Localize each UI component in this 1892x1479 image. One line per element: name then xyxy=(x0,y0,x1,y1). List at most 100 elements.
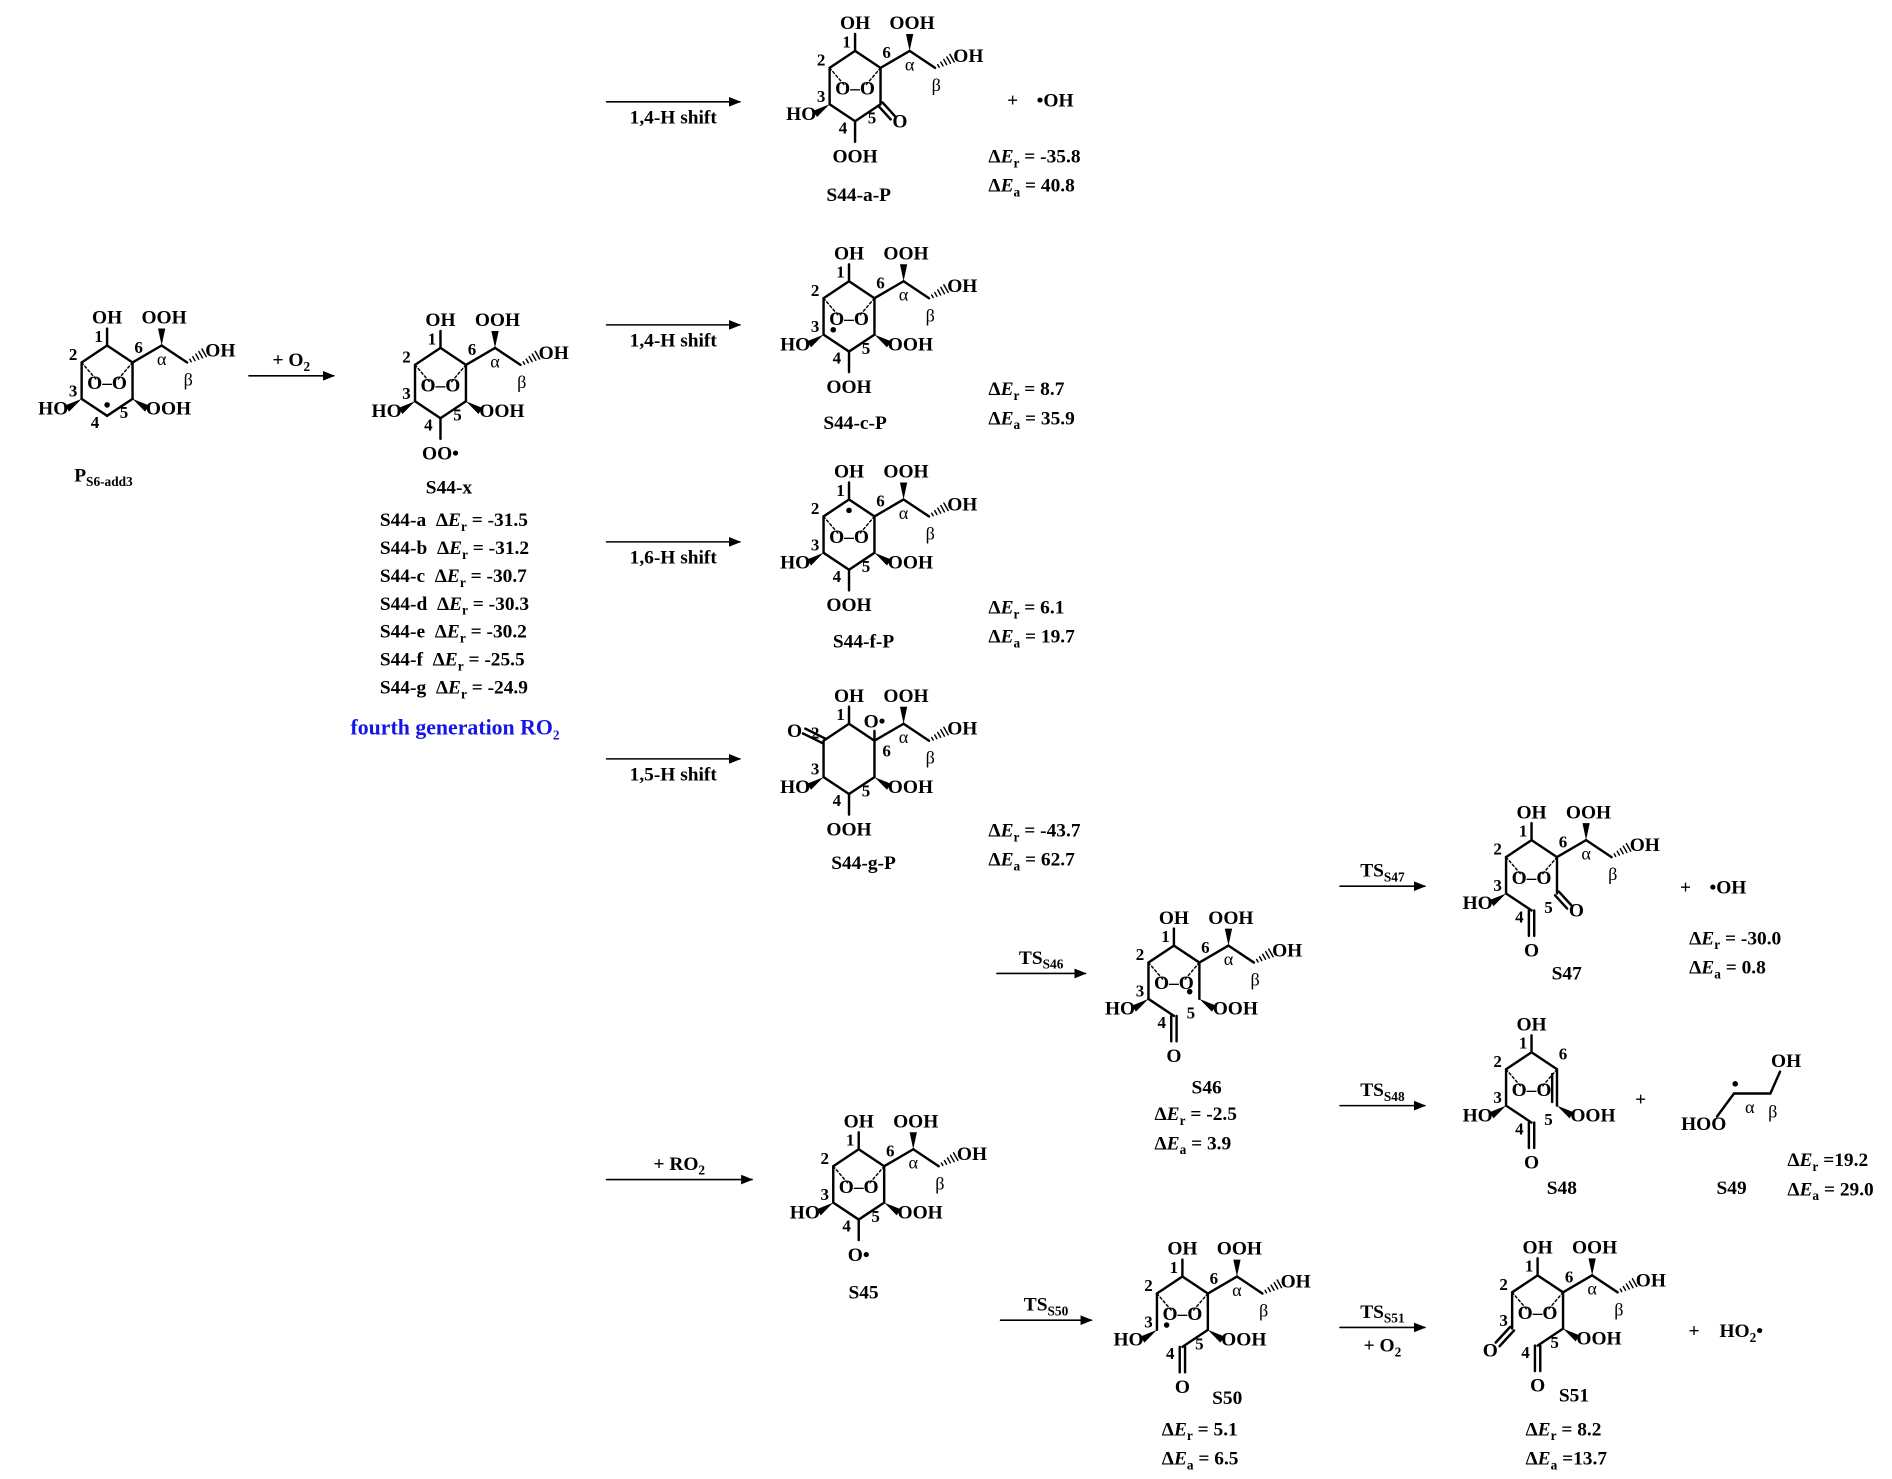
atom-number-c6: 6 xyxy=(876,492,884,511)
hashed-bond xyxy=(1619,848,1624,855)
substituent-oh: HO xyxy=(790,1202,820,1223)
hashed-bond xyxy=(528,355,533,363)
alpha-label: α xyxy=(1232,1280,1242,1300)
energy-value: ΔEa = 40.8 xyxy=(988,176,1075,200)
hashed-bond xyxy=(1616,850,1621,856)
energy-value: ΔEr = -43.7 xyxy=(988,820,1080,844)
atom-number-c1: 1 xyxy=(1519,1034,1527,1053)
atom-number-c5: 5 xyxy=(1544,898,1552,917)
plus-sign: + xyxy=(1007,91,1018,112)
ring-bond xyxy=(847,551,876,571)
ring-bond xyxy=(847,722,876,742)
beta-label: β xyxy=(1614,1299,1623,1319)
arrow-condition: + O2 xyxy=(1364,1336,1402,1360)
wedge-bond xyxy=(1224,928,1233,946)
wedge-bond xyxy=(899,264,908,282)
arrow-label: TSS48 xyxy=(1360,1080,1405,1104)
ring-bond xyxy=(1155,1275,1184,1295)
peroxide-bridge: O–O xyxy=(87,373,127,394)
atom-number-c2: 2 xyxy=(1144,1276,1152,1295)
hashed-bond xyxy=(192,355,196,362)
wedge-bond xyxy=(905,33,914,51)
peroxide-bond xyxy=(414,364,431,383)
hashed-bond xyxy=(1264,1289,1268,1294)
hashed-bond xyxy=(525,358,530,364)
peroxide-bridge: O–O xyxy=(421,376,461,397)
atom-number-c3: 3 xyxy=(1493,1088,1501,1107)
energy-value: ΔEr = 8.2 xyxy=(1525,1419,1601,1443)
ring-bond xyxy=(847,333,876,353)
hashed-bond xyxy=(940,504,946,513)
wedge-bond xyxy=(874,777,892,790)
peroxide-bond xyxy=(1147,961,1164,981)
atom-number-c6: 6 xyxy=(468,340,476,359)
substituent-oh: OH xyxy=(1516,802,1546,823)
substituent-ooh: OOH xyxy=(888,553,933,574)
substituent-ooh: HOO xyxy=(1681,1114,1726,1135)
substituent-oh: HO xyxy=(372,401,402,422)
energy-value: ΔEr = -35.8 xyxy=(988,146,1080,170)
alpha-label: α xyxy=(899,503,909,523)
molecule-label: S46 xyxy=(1192,1077,1222,1098)
atom-number-c4: 4 xyxy=(839,118,848,137)
atom-number-c3: 3 xyxy=(821,1185,829,1204)
plus-sign: + xyxy=(1688,1321,1699,1342)
substituent-oh: OH xyxy=(834,462,864,483)
atom-number-c6: 6 xyxy=(134,338,142,357)
molecule-label: S45 xyxy=(848,1282,878,1303)
substituent-ooh: OOH xyxy=(1566,802,1611,823)
molecule-label: S48 xyxy=(1547,1178,1577,1199)
atom-number-c1: 1 xyxy=(1161,927,1169,946)
ring-bond xyxy=(1504,1104,1533,1124)
bond xyxy=(1715,1092,1736,1118)
ring-bond xyxy=(1536,1274,1565,1294)
bond xyxy=(1584,838,1613,859)
arrow-label: 1,5-H shift xyxy=(630,765,718,786)
energy-value: ΔEr = 5.1 xyxy=(1162,1419,1238,1443)
atom-number-c6: 6 xyxy=(882,43,890,62)
carbonyl-oxygen: O xyxy=(1524,1153,1539,1174)
atom-number-c2: 2 xyxy=(821,1149,829,1168)
atom-number-c1: 1 xyxy=(836,481,844,500)
substituent-c4: OOH xyxy=(826,377,871,398)
substituent-oh: OH xyxy=(947,276,977,297)
atom-number-c5: 5 xyxy=(1187,1003,1195,1022)
atom-number-c1: 1 xyxy=(1525,1257,1533,1276)
hashed-bond xyxy=(1270,1284,1275,1291)
hashed-bond xyxy=(195,353,200,360)
alpha-label: α xyxy=(490,351,500,371)
coproduct-oh: •OH xyxy=(1037,91,1074,112)
radical-dot xyxy=(830,326,837,333)
substituent-oh: OH xyxy=(1630,835,1660,856)
peroxide-bond xyxy=(1156,1292,1173,1312)
atom-number-c6: 6 xyxy=(886,1142,894,1161)
atom-number-c1: 1 xyxy=(94,327,102,346)
atom-number-c5: 5 xyxy=(1544,1110,1552,1129)
hashed-bond xyxy=(940,61,944,67)
energy-value: ΔEa = 6.5 xyxy=(1162,1448,1239,1472)
plus-sign: + xyxy=(1635,1090,1646,1111)
arrow-label: TSS46 xyxy=(1019,948,1064,972)
substituent-oh: OH xyxy=(947,719,977,740)
beta-label: β xyxy=(926,305,935,325)
energy-value: ΔEa = 35.9 xyxy=(988,408,1074,432)
beta-label: β xyxy=(1259,1301,1268,1321)
energy-value: ΔEa = 19.7 xyxy=(988,627,1075,651)
hashed-bond xyxy=(946,1157,952,1164)
bond xyxy=(908,49,937,70)
bond xyxy=(1769,1070,1782,1095)
bond xyxy=(1227,944,1256,964)
atom-number-c1: 1 xyxy=(428,329,436,348)
hashed-bond xyxy=(943,726,949,736)
molecule-label: S44-g-P xyxy=(831,853,896,874)
double-bond xyxy=(804,727,826,740)
alkoxy-radical: O• xyxy=(864,711,886,732)
substituent-oh: OH xyxy=(947,494,977,515)
